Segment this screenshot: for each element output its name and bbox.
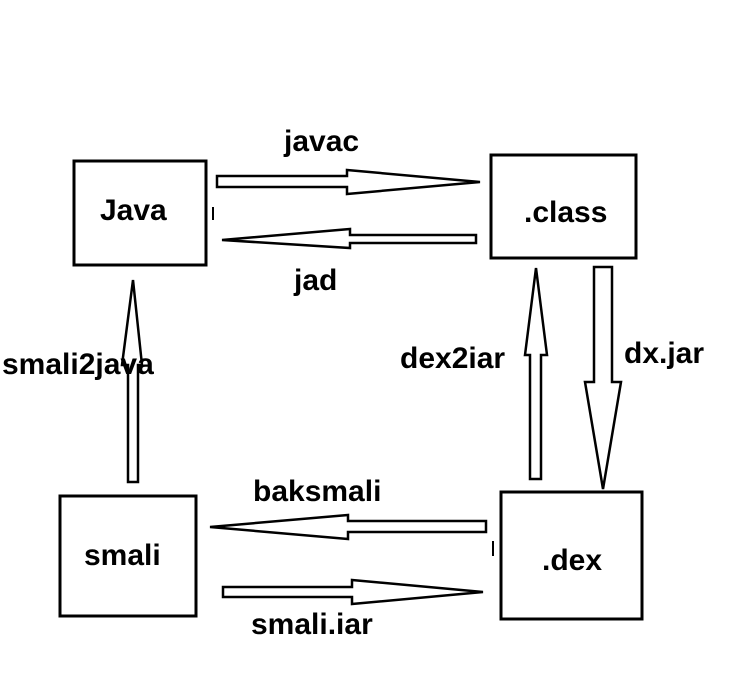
- java-box: [72, 159, 208, 267]
- dxjar-label: dx.jar: [624, 337, 704, 370]
- smali2java-label: smali2java: [2, 348, 154, 381]
- jad-label: jad: [293, 264, 337, 297]
- smalijar-arrow: [221, 578, 484, 606]
- dex-box: [499, 490, 644, 621]
- dex2jar-label: dex2iar: [400, 342, 505, 375]
- class-label: .class: [524, 196, 607, 229]
- baksmali-arrow: [209, 513, 488, 541]
- smali-label: smali: [84, 539, 161, 572]
- java-label: Java: [100, 194, 167, 227]
- dex-label: .dex: [542, 544, 602, 577]
- jad-arrow: [221, 227, 478, 250]
- smali-box: [58, 494, 198, 618]
- baksmali-label: baksmali: [253, 475, 381, 508]
- smali2java-arrow: [120, 279, 144, 484]
- smalijar-label: smali.iar: [251, 608, 373, 641]
- class-box: [489, 153, 638, 260]
- javac-label: javac: [283, 125, 359, 158]
- dxjar-arrow: [583, 265, 623, 490]
- javac-arrow: [215, 168, 481, 196]
- dex2jar-arrow: [523, 267, 549, 481]
